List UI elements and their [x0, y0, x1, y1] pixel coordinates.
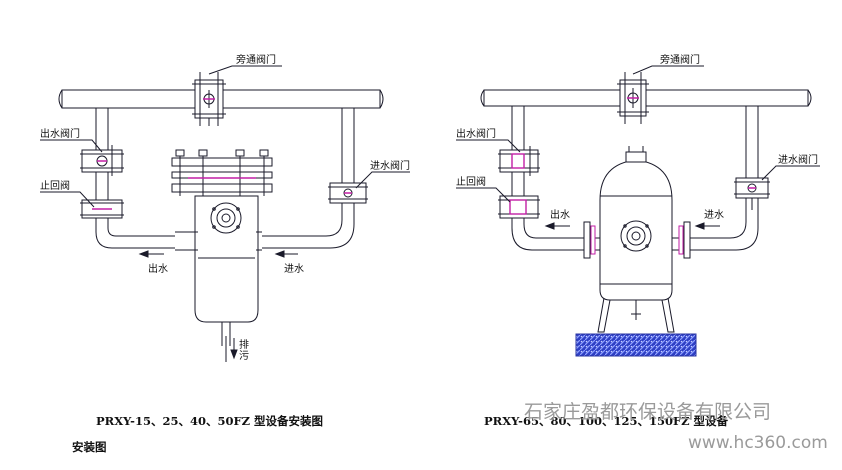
- left-outlet-riser: [95, 108, 175, 249]
- left-inlet-valve-label: 进水阀门: [370, 159, 410, 172]
- left-labels: 旁通阀门 出水阀门 止回阀 进水阀门 出水 进水 排 污: [40, 53, 410, 362]
- left-caption: PRXY-15、25、40、50FZ 型设备安装图: [96, 414, 323, 428]
- right-bypass-valve: [617, 72, 649, 124]
- left-inlet-label: 进水: [284, 263, 304, 275]
- left-bypass-valve: [192, 72, 226, 126]
- right-outlet-arrow: [544, 222, 570, 230]
- right-labels: 旁通阀门 出水阀门 止回阀 进水阀门 出水 进水: [456, 53, 818, 221]
- right-caption: PRXY-65、80、100、125、150FZ 型设备: [484, 414, 729, 428]
- left-check-valve: [80, 199, 124, 219]
- right-inlet-valve-label: 进水阀门: [778, 153, 818, 166]
- right-check-valve-label: 止回阀: [456, 175, 486, 188]
- right-inlet-valve: [734, 177, 770, 210]
- left-inlet-arrow: [274, 250, 298, 258]
- left-drain-label-2: 污: [239, 350, 249, 362]
- left-drain-label-1: 排: [239, 338, 249, 351]
- right-diagram: [456, 65, 820, 333]
- left-outlet-valve: [80, 145, 124, 176]
- left-diagram: [40, 65, 410, 362]
- left-bypass-valve-label: 旁通阀门: [236, 53, 276, 66]
- left-drain-arrow: [230, 338, 238, 360]
- left-inlet-riser: [262, 108, 355, 249]
- right-base-platform: [575, 333, 697, 357]
- right-outlet-valve: [498, 146, 540, 176]
- left-outlet-label: 出水: [148, 262, 168, 275]
- watermark-url: www.hc360.com: [688, 433, 828, 453]
- right-inlet-label: 进水: [704, 209, 724, 221]
- left-inlet-valve: [328, 182, 368, 204]
- left-filter-unit: [171, 149, 273, 362]
- left-check-valve-label: 止回阀: [40, 179, 70, 192]
- right-inlet-riser: [670, 106, 759, 251]
- right-bypass-valve-label: 旁通阀门: [660, 53, 700, 66]
- left-outlet-arrow: [138, 250, 164, 258]
- left-outlet-valve-label: 出水阀门: [40, 127, 80, 140]
- right-tank: [597, 146, 675, 333]
- right-outlet-valve-label: 出水阀门: [456, 127, 496, 140]
- right-tank-flanges: [583, 221, 691, 259]
- watermark-company: 石家庄盈都环保设备有限公司: [524, 401, 771, 423]
- right-inlet-arrow: [694, 222, 720, 230]
- right-check-valve: [498, 195, 540, 219]
- right-outlet-riser: [511, 106, 600, 251]
- right-outlet-label: 出水: [550, 208, 570, 221]
- left-caption-line2: 安装图: [72, 440, 107, 454]
